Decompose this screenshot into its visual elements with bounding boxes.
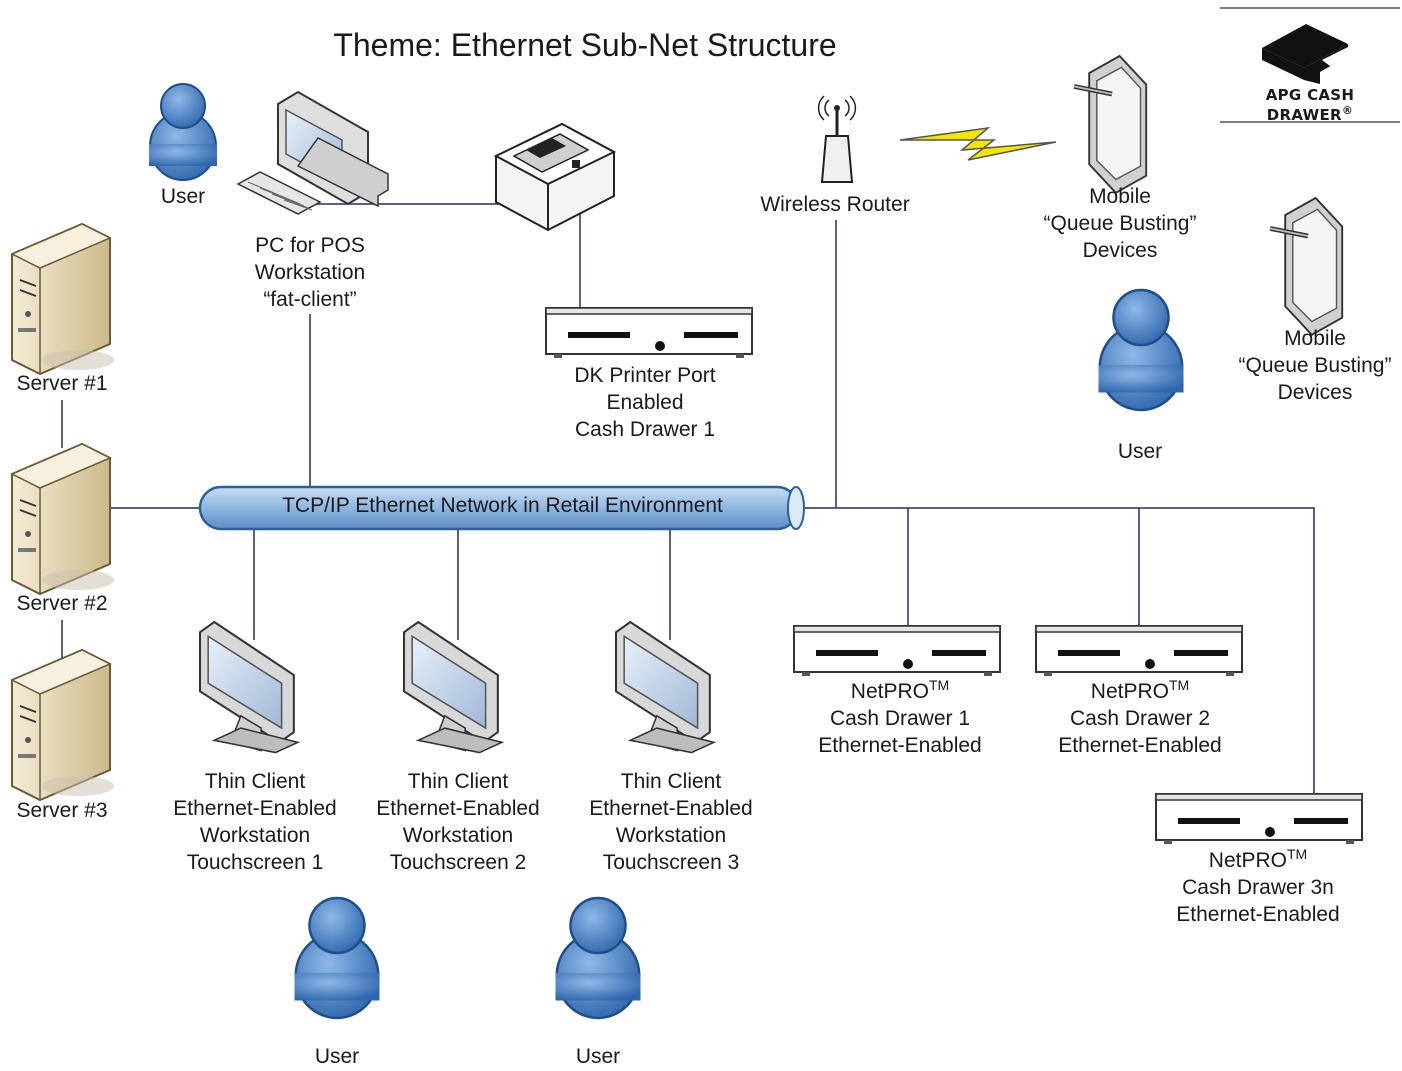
wifi-router-icon: [817, 95, 857, 183]
user-bottom1-label: User: [314, 1045, 360, 1068]
user-mobile-label: User: [1117, 440, 1163, 463]
server-icon: [11, 649, 115, 801]
receipt-printer-icon: [493, 122, 617, 232]
cash-drawer-icon: [793, 625, 1001, 677]
cash-drawer-icon: [1155, 793, 1363, 845]
touchscreen-monitor-icon: [614, 620, 715, 754]
person-icon: [1097, 288, 1185, 412]
person-icon: [554, 896, 642, 1020]
person-icon: [148, 83, 218, 181]
mobile1-label: Mobile“Queue Busting”Devices: [1043, 185, 1197, 262]
tablet-icon: [1074, 56, 1146, 193]
person-icon: [293, 896, 381, 1020]
apg-logo-icon: [1220, 7, 1400, 123]
diagram-title: Theme: Ethernet Sub-Net Structure: [333, 27, 837, 63]
server-icon: [11, 443, 115, 595]
cash-drawer-icon: [545, 307, 753, 359]
tablet-icon: [1270, 198, 1342, 335]
link-network-netpro3: [804, 507, 1315, 795]
touchscreen-monitor-icon: [402, 620, 503, 754]
lightning-bolt-icon: [899, 126, 1057, 161]
server2-label: Server #2: [16, 592, 108, 615]
mobile2-label: Mobile“Queue Busting”Devices: [1238, 327, 1392, 404]
user-top-label: User: [160, 185, 206, 208]
touchscreen-monitor-icon: [198, 620, 299, 754]
diagram-shapes: [11, 7, 1400, 1020]
cash-drawer-icon: [1035, 625, 1243, 677]
server1-label: Server #1: [16, 372, 108, 395]
network-pipe-end: [787, 486, 805, 530]
server3-label: Server #3: [16, 799, 108, 822]
connection-lines: [61, 203, 1315, 795]
network-label: TCP/IP Ethernet Network in Retail Enviro…: [282, 494, 723, 517]
router-label: Wireless Router: [760, 193, 910, 216]
logo-text: APG CASH DRAWER®: [1265, 86, 1355, 124]
desktop-pc-icon: [236, 90, 389, 215]
network-pipe: [198, 485, 805, 531]
server-icon: [11, 223, 115, 375]
user-bottom2-label: User: [575, 1045, 621, 1068]
